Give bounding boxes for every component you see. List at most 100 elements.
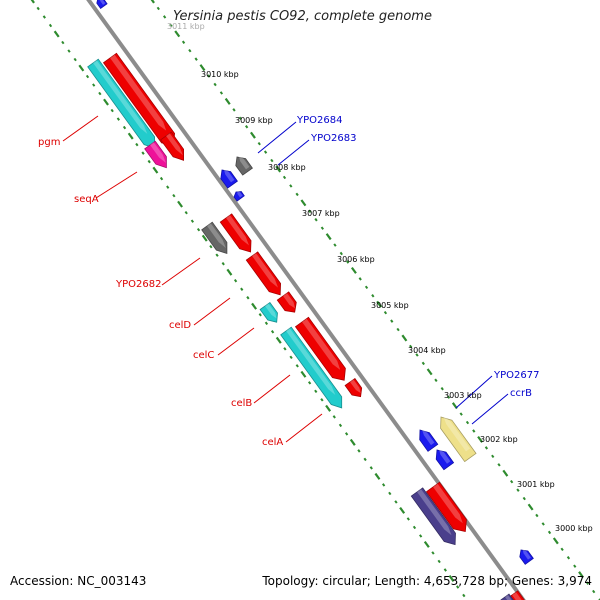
tick-mark (275, 165, 282, 173)
tick-mark (516, 488, 520, 492)
gene-arrow-g-blue-2[interactable] (233, 191, 245, 202)
gene-label-seqA[interactable]: seqA (74, 194, 99, 205)
tick-mark (307, 381, 312, 385)
gene-label-celA[interactable]: celA (262, 437, 284, 448)
tick-mark (345, 260, 350, 264)
tick-mark (431, 551, 435, 555)
tick-mark (446, 395, 451, 399)
tick-mark (320, 226, 324, 230)
tick-mark (527, 503, 534, 511)
tick-mark (412, 525, 417, 530)
tick-mark (209, 244, 213, 249)
gene-arrow-g-red-7[interactable] (344, 377, 363, 398)
gene-arrow-g-navy-1[interactable] (410, 487, 456, 546)
kbp-label-3004: 3004 kbp (408, 346, 446, 355)
gene-label-YPO2682[interactable]: YPO2682 (116, 279, 162, 290)
tick-mark (456, 585, 460, 589)
gene-arrow-g-blue-4[interactable] (435, 449, 455, 471)
gene-label-celB[interactable]: celB (231, 398, 253, 409)
tick-mark (344, 432, 349, 436)
gene-label-celD[interactable]: celD (169, 320, 192, 331)
gene-label-YPO2683[interactable]: YPO2683 (311, 133, 357, 144)
tick-mark (30, 0, 35, 4)
gene-label-YPO2684[interactable]: YPO2684 (297, 115, 343, 126)
label-leader-line (253, 374, 291, 404)
gene-arrow-g-cyan-2[interactable] (259, 301, 278, 323)
gene-label-celC[interactable]: celC (193, 350, 215, 361)
gene-arrow-highlight (150, 142, 166, 163)
tick-mark (251, 302, 258, 310)
tick-mark (547, 530, 552, 535)
gene-arrow-g-navy-2[interactable] (500, 593, 517, 600)
tick-mark (585, 581, 590, 585)
tick-mark (423, 540, 430, 548)
gene-arrow-highlight (283, 293, 295, 309)
tick-mark (48, 23, 53, 28)
gene-arrow-g-grey-2[interactable] (235, 156, 253, 176)
tick-mark (233, 279, 238, 283)
tick-mark (560, 547, 564, 552)
kbp-label-3000: 3000 kbp (555, 524, 593, 533)
tick-mark (289, 184, 293, 188)
tick-mark (141, 151, 145, 155)
gene-arrow-g-grey-1[interactable] (201, 221, 228, 255)
tick-mark (240, 287, 244, 291)
tick-mark (308, 209, 312, 213)
gene-label-ccrB[interactable]: ccrB (510, 388, 532, 399)
tick-mark (363, 457, 367, 462)
gene-arrow-g-red-2[interactable] (160, 131, 185, 161)
gene-arrow-g-blue-3[interactable] (419, 429, 439, 452)
tick-mark (78, 64, 85, 72)
gene-arrow-g-red-4[interactable] (245, 251, 282, 296)
gene-arrow-g-red-3[interactable] (219, 213, 252, 253)
gene-label-pgm[interactable]: pgm (38, 137, 61, 148)
tick-mark (190, 219, 195, 223)
tick-mark (383, 310, 388, 315)
tick-mark (263, 150, 268, 154)
tick-mark (598, 598, 600, 600)
tick-mark (396, 327, 400, 332)
gene-arrow-g-blue-6[interactable] (96, 0, 108, 9)
gene-arrow-highlight (237, 191, 243, 198)
tick-mark (502, 469, 509, 477)
tick-mark (394, 500, 398, 504)
gene-arrow-g-khaki-1[interactable] (440, 416, 477, 463)
tick-mark (358, 277, 362, 281)
gene-arrow-g-blue-5[interactable] (519, 549, 534, 565)
label-leader-line (95, 171, 138, 199)
gene-label-YPO2677[interactable]: YPO2677 (494, 370, 540, 381)
tick-mark (465, 420, 470, 425)
tick-mark (409, 344, 413, 349)
gene-arrow-highlight (238, 155, 250, 170)
gene-arrow-g-magenta-1[interactable] (144, 140, 167, 169)
tick-mark (314, 217, 318, 222)
label-leader-line (193, 297, 231, 326)
tick-mark (221, 261, 225, 266)
gene-arrow-g-red-8[interactable] (425, 481, 467, 532)
tick-mark (415, 353, 419, 357)
tick-mark (401, 334, 408, 342)
tick-mark (73, 57, 77, 62)
tick-mark (213, 82, 217, 87)
gene-arrow-g-red-5[interactable] (276, 291, 297, 313)
tick-mark (437, 559, 441, 564)
kbp-label-3003: 3003 kbp (444, 391, 482, 400)
tick-mark (270, 158, 274, 163)
tick-mark (300, 370, 307, 378)
tick-mark (406, 517, 410, 521)
gene-arrow-g-cyan-3[interactable] (280, 326, 343, 409)
gene-arrow-highlight (286, 328, 336, 395)
gene-arrow-g-red-6[interactable] (294, 316, 346, 381)
kbp-label-3006: 3006 kbp (337, 255, 375, 264)
tick-mark (156, 6, 160, 11)
kbp-label-3011: 3011 kbp (167, 22, 205, 31)
gene-arrow-highlight (166, 133, 183, 156)
tick-mark (388, 491, 392, 496)
kbp-label-3002: 3002 kbp (480, 435, 518, 444)
gene-arrow-g-blue-1[interactable] (220, 169, 238, 189)
tick-mark (497, 463, 501, 467)
genome-backbone (86, 0, 526, 600)
tick-mark (339, 251, 343, 256)
genome-summary-text: Topology: circular; Length: 4,653,728 bp… (262, 574, 592, 588)
gene-arrow-highlight (99, 0, 106, 5)
